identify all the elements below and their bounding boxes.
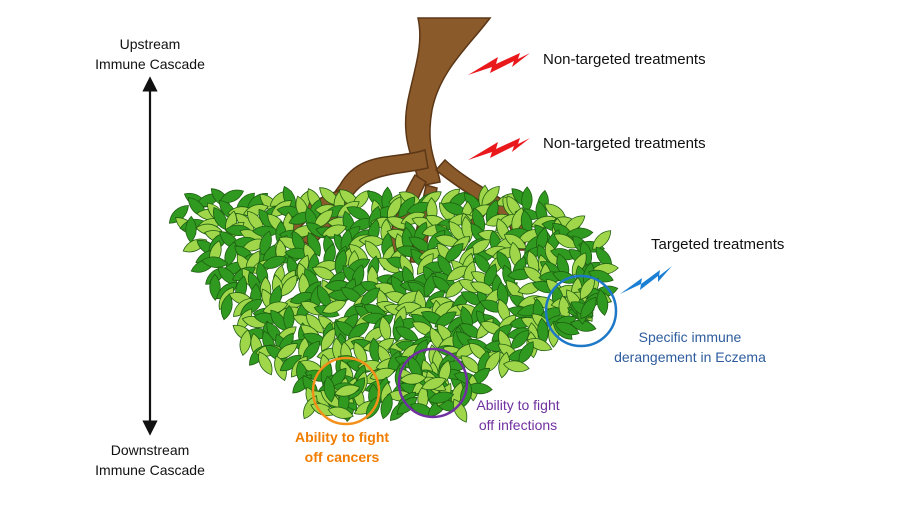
non-targeted-treatments-label-1: Non-targeted treatments [543,51,706,68]
leaf [406,201,433,215]
red-lightning-bolt-icon [468,138,530,160]
leaf [461,215,473,243]
infections-callout-label: Ability to fight off infections [458,395,578,435]
leaf [258,351,273,376]
leaf [334,384,361,397]
downstream-label-line2: Immune Cascade [95,462,205,478]
leaf [444,243,464,263]
leaf [239,329,252,356]
non-targeted-treatments-label-2: Non-targeted treatments [543,135,706,152]
infections-callout-line1: Ability to fight [476,397,560,413]
leaf [240,299,263,315]
leaf [168,205,189,224]
leaf [434,311,457,328]
leaf [283,304,295,333]
leaf [518,341,534,365]
cancers-callout-label: Ability to fight off cancers [280,427,404,467]
leaf [579,276,595,300]
leaf [321,224,348,238]
downstream-label-line1: Downstream [110,442,190,458]
cancers-callout-line2: off cancers [304,449,380,465]
trunk-branch [404,17,492,187]
leaf [569,319,597,332]
leaf-canopy [168,184,619,423]
leaf [398,196,416,218]
leaf [465,382,493,395]
leaf [313,209,334,229]
leaf [481,185,500,207]
leaf [364,240,382,262]
downstream-label: Downstream Immune Cascade [80,440,220,480]
upstream-label-line1: Upstream [119,36,181,52]
leaf [320,327,336,352]
leaf [274,355,287,382]
eczema-highlight-circle [544,274,618,348]
leaf [201,256,229,268]
leaf [452,398,468,423]
leaf [554,322,580,336]
leaf [502,360,530,373]
leaf [580,296,597,320]
infections-highlight-circle [397,347,469,419]
leaf [359,287,381,306]
leaf [219,189,245,204]
leaf [220,293,233,321]
leaf [321,300,347,314]
cancers-callout-line1: Ability to fight [294,429,390,445]
leaf [380,392,393,420]
eczema-callout-label: Specific immune derangement in Eczema [590,327,790,367]
cancers-highlight-circle [311,356,381,426]
eczema-callout-line2: derangement in Eczema [614,349,766,365]
leaf [327,406,354,419]
upstream-label: Upstream Immune Cascade [80,34,220,74]
blue-lightning-bolt-icon [620,266,672,294]
eczema-callout-line1: Specific immune [638,329,742,345]
leaf [224,241,237,268]
leaf [526,338,553,352]
leaf [427,391,455,404]
leaf [261,255,287,269]
infections-callout-line2: off infections [478,417,558,433]
leaf [421,377,447,391]
red-lightning-bolt-icon [468,53,530,75]
leaf [592,230,612,250]
leaf [596,289,609,316]
leaf [537,317,549,345]
leaf [399,373,427,385]
targeted-treatments-label: Targeted treatments [651,236,785,253]
leaf [340,287,364,303]
upstream-label-line2: Immune Cascade [95,56,205,72]
